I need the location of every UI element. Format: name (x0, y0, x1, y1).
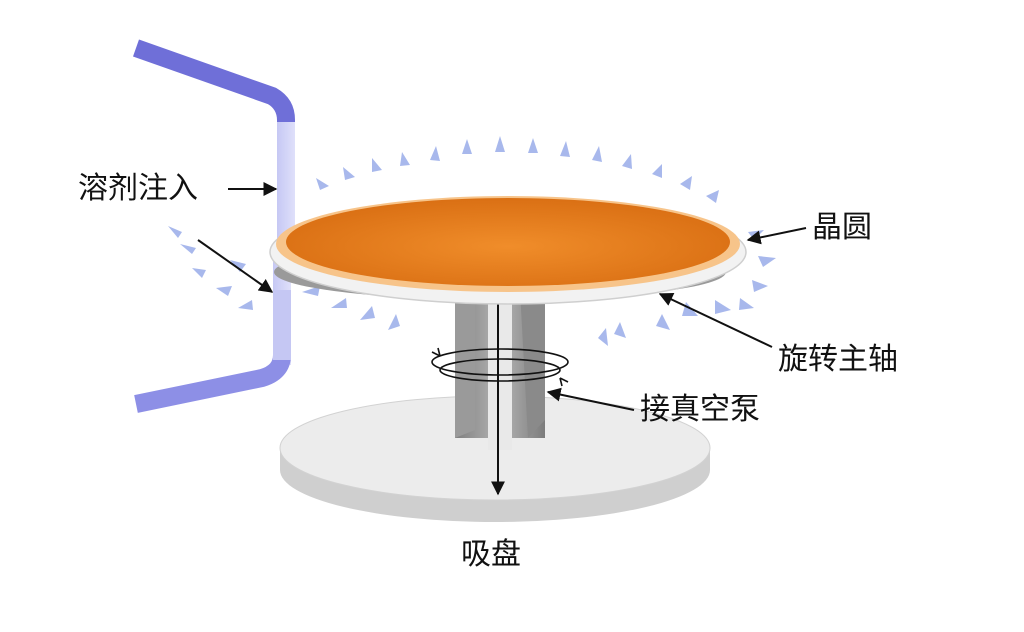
spindle-shaft (455, 290, 545, 450)
label-solvent-inject: 溶剂注入 (78, 171, 198, 206)
solvent-pipe (133, 39, 295, 413)
rotation-arrow-icon (431, 347, 569, 387)
leader-arrows (197, 182, 807, 411)
label-spindle: 旋转主轴 (778, 342, 898, 377)
arrow-vacuum (546, 387, 635, 411)
label-wafer: 晶圆 (812, 210, 872, 245)
label-vacuum-pump: 接真空泵 (640, 392, 760, 427)
arrow-solvent-drip (197, 239, 274, 293)
label-chuck: 吸盘 (461, 537, 521, 572)
wafer-disk (269, 196, 747, 305)
arrow-wafer (746, 227, 807, 245)
arrow-spindle (658, 293, 773, 348)
